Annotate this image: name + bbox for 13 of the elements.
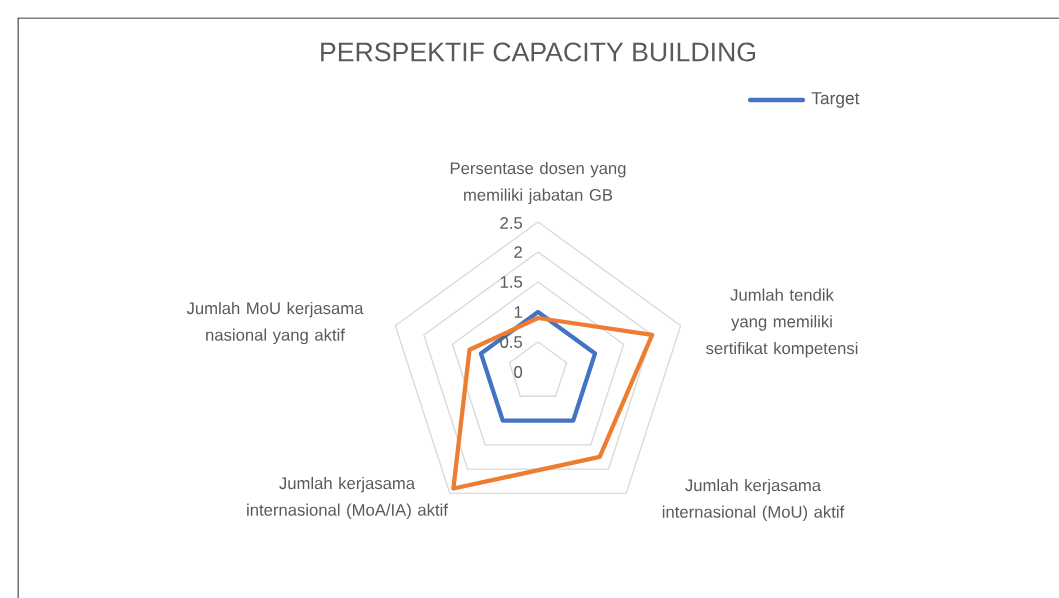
- tick-label: 1.5: [500, 276, 523, 288]
- axis-label: Jumlah kerjasama internasional (MoA/IA) aktif: [247, 476, 448, 520]
- tick-label: 1: [514, 306, 522, 318]
- chart-title: PERSPEKTIF CAPACITY BUILDING: [321, 42, 756, 62]
- tick-label: 2: [514, 246, 522, 258]
- axis-label: Jumlah MoU kerjasama nasional yang aktif: [186, 301, 364, 345]
- tick-label: 0: [514, 366, 523, 378]
- legend-label: Target: [811, 92, 860, 108]
- tick-label: 0.5: [500, 336, 523, 348]
- axis-label: Jumlah kerjasama internasional (MoU) aktif: [662, 478, 845, 522]
- tick-label: 2.5: [500, 217, 523, 229]
- axis-label: Jumlah tendik yang memiliki sertifikat kompetensi: [706, 288, 858, 358]
- axis-label: Persentase dosen yang memiliki jabatan GB: [450, 161, 626, 205]
